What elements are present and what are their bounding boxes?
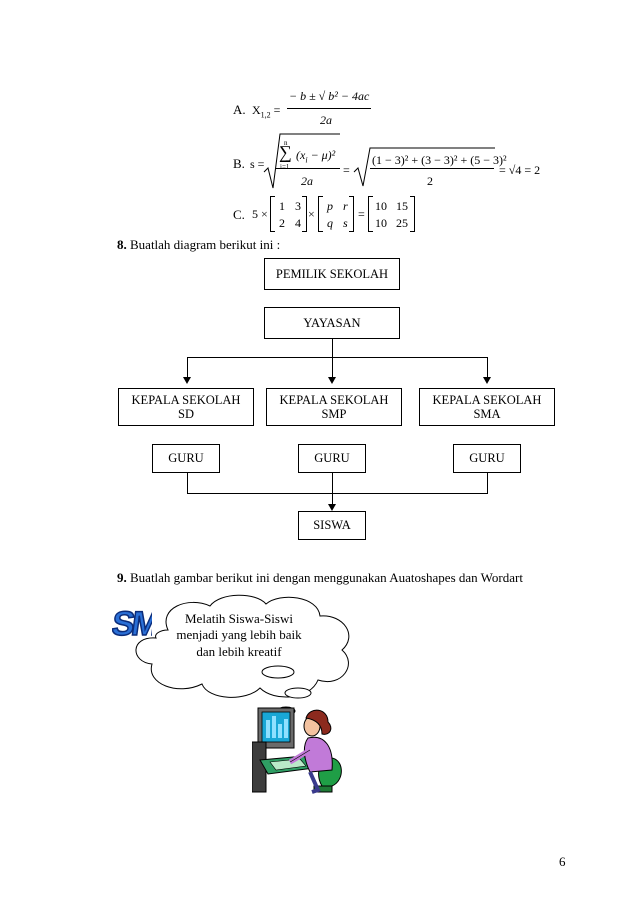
arrow-to-smp-icon	[328, 377, 336, 384]
connector-to-siswa	[332, 473, 333, 505]
arrow-to-siswa-icon	[328, 504, 336, 511]
matrix2-b: r	[343, 199, 348, 213]
question-9-number: 9.	[117, 570, 127, 585]
matrix2-left-bracket	[318, 196, 323, 232]
box-guru-sma-label: GURU	[469, 451, 505, 466]
cloud-text-line2: menjadi yang lebih baik	[176, 627, 302, 643]
formula-b-eq1: =	[343, 163, 350, 177]
box-kepala-sd-line2: SD	[178, 407, 194, 421]
cloud-text: Melatih Siswa-Siswi menjadi yang lebih b…	[164, 611, 314, 660]
formula-a-fraction-line	[287, 108, 371, 109]
arrow-to-sma-icon	[483, 377, 491, 384]
arrow-to-sd-icon	[183, 377, 191, 384]
formula-a-x: X	[252, 103, 261, 117]
question-9: 9. Buatlah gambar berikut ini dengan men…	[117, 571, 523, 584]
matrix2-right-bracket	[349, 196, 354, 232]
page-number: 6	[559, 854, 566, 869]
connector-to-smp	[332, 357, 333, 377]
formula-b-right-fraction-line	[370, 168, 494, 169]
box-guru-smp-label: GURU	[314, 451, 350, 466]
formula-b-label: B.	[233, 156, 245, 171]
box-guru-sd: GURU	[152, 444, 220, 473]
matrix2-c: q	[327, 216, 333, 230]
cloud-callout-icon	[135, 594, 350, 698]
box-siswa: SISWA	[298, 511, 366, 540]
connector-yayasan-down	[332, 339, 333, 357]
box-guru-smp: GURU	[298, 444, 366, 473]
formula-a-eq: =	[273, 103, 281, 117]
cloud-text-line1: Melatih Siswa-Siswi	[185, 611, 293, 626]
box-guru-sma: GURU	[453, 444, 521, 473]
matrix3-b: 15	[396, 199, 408, 213]
formula-a-denominator: 2a	[320, 113, 332, 127]
formula-b-right-num: (1 − 3)² + (3 − 3)² + (5 − 3)²	[372, 153, 507, 167]
formula-b-lhs: s =	[250, 157, 265, 171]
formula-a-lhs: X1,2 =	[252, 103, 280, 119]
formula-c-label: C.	[233, 207, 245, 222]
formula-b-term-x: (x	[296, 148, 306, 162]
formula-b-tail: = √4 = 2	[499, 163, 541, 177]
formula-b-sum-symbol: ∑	[279, 142, 292, 162]
formula-b-left-radical-icon	[263, 133, 340, 189]
formula-b-sum-top: n	[284, 139, 288, 147]
connector-to-sd	[187, 357, 188, 377]
cloud-text-line3: dan lebih kreatif	[196, 643, 282, 659]
matrix1-d: 4	[295, 216, 301, 230]
formula-b-right-den: 2	[427, 174, 433, 188]
box-guru-sd-label: GURU	[168, 451, 204, 466]
matrix1-right-bracket	[302, 196, 307, 232]
formula-c-scalar: 5 ×	[252, 207, 268, 221]
matrix3-left-bracket	[368, 196, 373, 232]
matrix1-left-bracket	[270, 196, 275, 232]
formula-b-term-rest: − μ)²	[310, 148, 336, 162]
box-kepala-sd-line1: KEPALA SEKOLAH	[131, 392, 241, 407]
connector-kepala-horizontal	[187, 357, 488, 358]
connector-guru-sma-down	[487, 473, 488, 493]
matrix1-c: 2	[279, 216, 285, 230]
question-8-text: Buatlah diagram berikut ini :	[126, 237, 281, 252]
box-siswa-label: SISWA	[313, 518, 351, 533]
matrix3-right-bracket	[410, 196, 415, 232]
matrix1-b: 3	[295, 199, 301, 213]
matrix2-a: p	[327, 199, 333, 213]
formula-b-right-radical-icon	[353, 147, 495, 187]
matrix3-d: 25	[396, 216, 408, 230]
box-kepala-sma-line1: KEPALA SEKOLAH	[432, 392, 542, 407]
box-yayasan: YAYASAN	[264, 307, 400, 339]
formula-b-left-den: 2a	[301, 174, 313, 188]
question-9-text: Buatlah gambar berikut ini dengan menggu…	[126, 570, 523, 585]
matrix3-a: 10	[375, 199, 387, 213]
connector-guru-horizontal	[187, 493, 488, 494]
box-kepala-smp-line1: KEPALA SEKOLAH	[279, 392, 389, 407]
formula-b-sum-bottom: i=1	[280, 163, 290, 171]
formula-b-left-fraction-line	[276, 168, 340, 169]
matrix1-a: 1	[279, 199, 285, 213]
connector-guru-sd-down	[187, 473, 188, 493]
matrix3-c: 10	[375, 216, 387, 230]
formula-b-term-sub: i	[305, 155, 308, 165]
formula-a-label: A.	[233, 102, 246, 117]
connector-to-sma	[487, 357, 488, 377]
question-8: 8. Buatlah diagram berikut ini :	[117, 238, 280, 251]
box-pemilik-label: PEMILIK SEKOLAH	[275, 266, 389, 281]
box-yayasan-label: YAYASAN	[303, 315, 361, 330]
formula-b-sum-term: (xi − μ)²	[296, 148, 335, 164]
box-kepala-sma-line2: SMA	[473, 407, 501, 421]
box-kepala-smp-line2: SMP	[321, 407, 347, 421]
formula-c-eq: =	[358, 207, 365, 221]
formula-c-times: ×	[308, 207, 315, 221]
matrix2-d: s	[343, 216, 348, 230]
question-8-number: 8.	[117, 237, 127, 252]
formula-a-sub: 1,2	[260, 110, 271, 120]
formula-a-numerator: − b ± √ b² − 4ac	[289, 89, 370, 103]
woman-at-computer-clipart-icon	[252, 707, 342, 794]
box-pemilik-sekolah: PEMILIK SEKOLAH	[264, 258, 400, 290]
